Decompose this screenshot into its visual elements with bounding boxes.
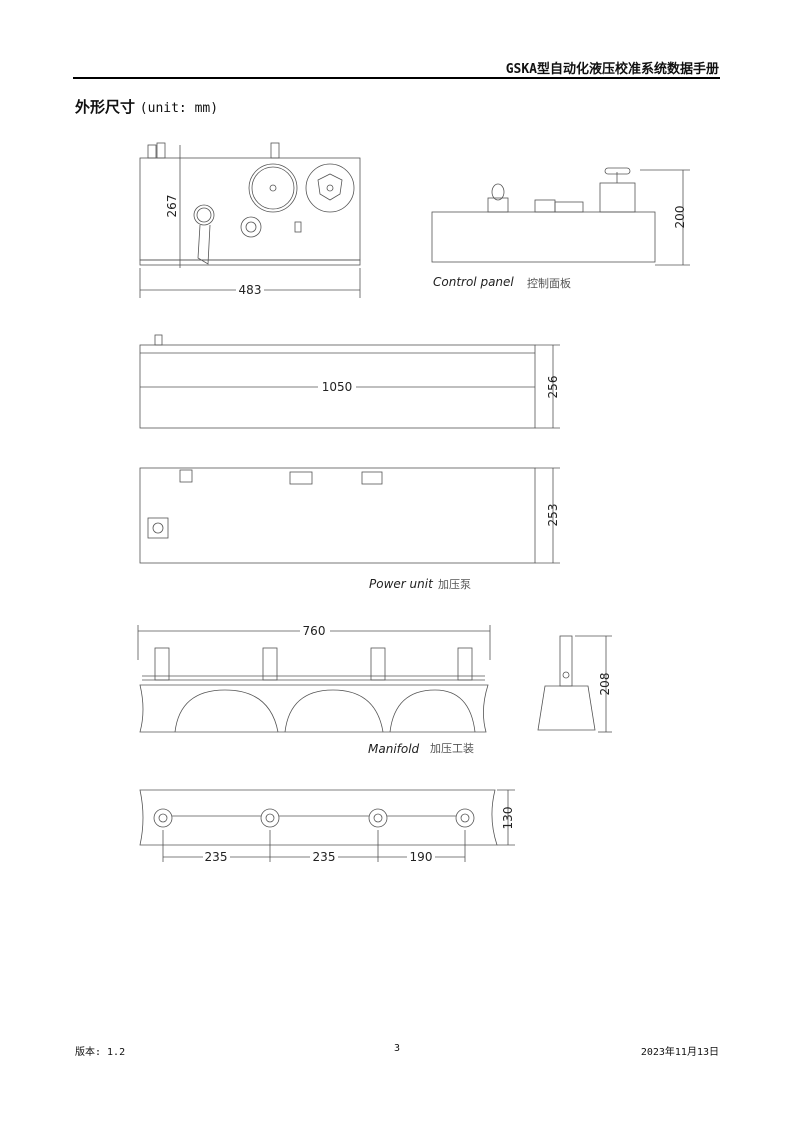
manifold-label-en: Manifold [368,742,420,756]
dim-power-length: 1050 [322,380,353,394]
manifold-label-cn: 加压工装 [430,742,474,755]
power-unit-label-en: Power unit [369,577,434,591]
power-unit-label-cn: 加压泵 [438,578,471,591]
power-unit-front-drawing [139,334,560,429]
control-panel-front-drawing [139,142,361,298]
section-heading: 外形尺寸 [75,98,136,116]
control-panel-label-cn: 控制面板 [527,276,571,290]
header-title: GSKA型自动化液压校准系统数据手册 [505,62,719,77]
control-panel-label-en: Control panel [433,275,514,289]
dim-control-width: 483 [239,283,262,297]
unit-note: (unit: mm) [139,101,219,116]
manifold-side-drawing [537,635,612,733]
manifold-front-drawing [137,625,491,733]
dim-spacing-2: 235 [313,850,336,864]
dim-manifold-depth: 130 [501,807,515,830]
control-panel-side-drawing [431,167,690,266]
section-title: 外形尺寸 (unit: mm) [75,96,218,117]
dim-manifold-length: 760 [303,624,326,638]
header-rule [73,77,720,79]
dim-manifold-height: 208 [598,673,612,696]
dim-control-height: 200 [673,206,687,229]
power-unit-rear-drawing [139,467,560,564]
dim-power-depth: 253 [546,504,560,527]
dim-control-depth: 267 [165,195,179,218]
footer-page-number: 3 [394,1043,401,1054]
footer-version: 版本: 1.2 [75,1047,126,1058]
dim-spacing-3: 190 [410,850,433,864]
footer-date: 2023年11月13日 [640,1047,719,1058]
dim-spacing-1: 235 [205,850,228,864]
manifold-top-drawing [139,789,515,862]
dim-power-height: 256 [546,376,560,399]
